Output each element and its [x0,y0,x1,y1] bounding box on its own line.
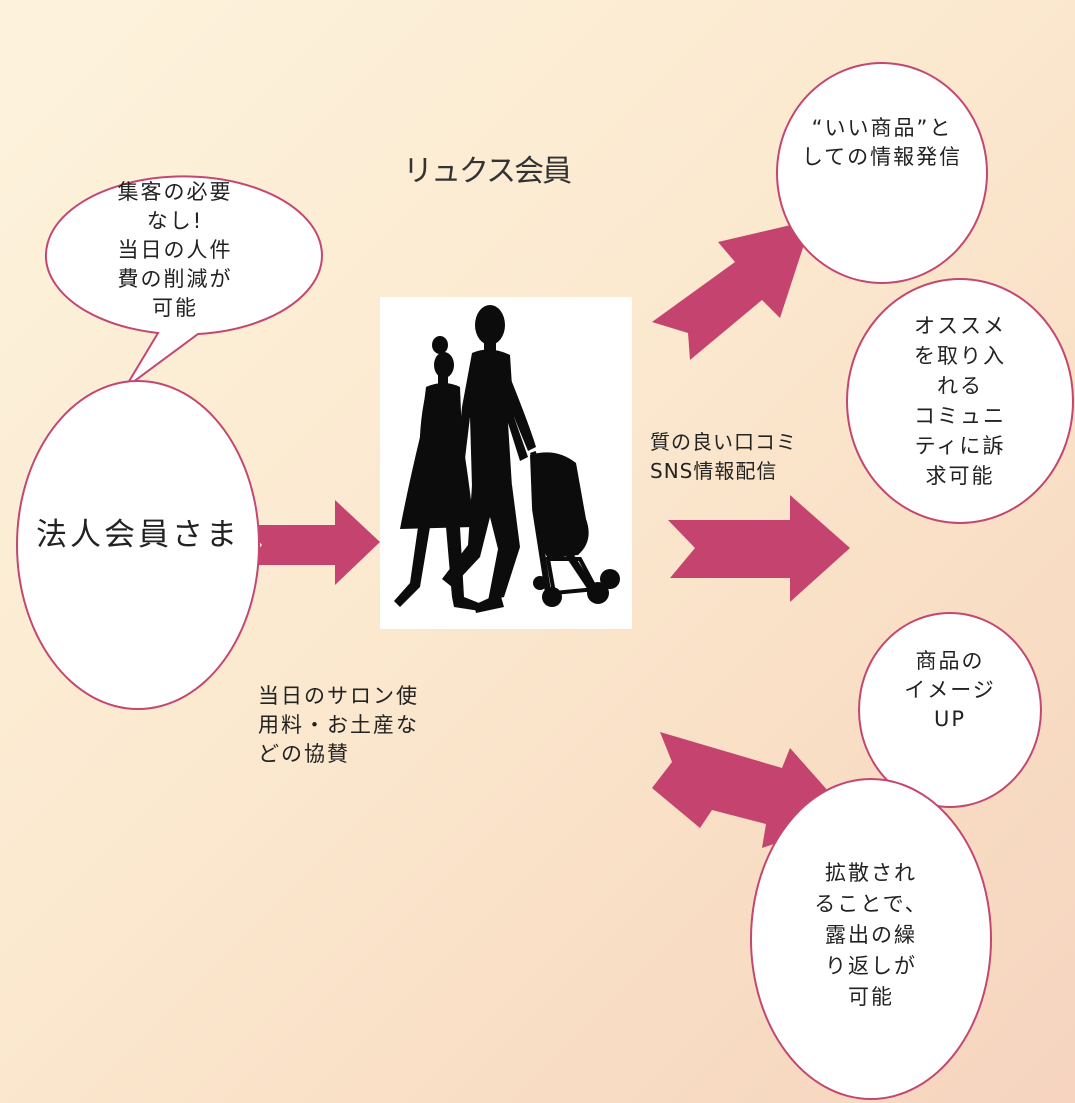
speech-bubble-shape [45,175,323,389]
result-text-exposure: 拡散され ることで、 露出の繰 り返しが 可能 [814,860,928,1009]
result-oval-exposure: 拡散され ることで、 露出の繰 り返しが 可能 [750,778,992,1100]
sponsor-note-text: 当日のサロン使 用料・お土産な どの協賛 [258,684,419,766]
arrow-right-icon [245,500,380,585]
result-oval-community: オススメ を取り入 れる コミュニ ティに訴 求可能 [846,278,1074,524]
result-text-info: “いい商品”と しての情報発信 [801,116,963,169]
word-of-mouth-text: 質の良い口コミ SNS情報配信 [650,430,797,483]
result-text-community: オススメ を取り入 れる コミュニ ティに訴 求可能 [914,314,1006,488]
speech-bubble-text: 集客の必要 なし! 当日の人件 費の削減が 可能 [117,180,233,320]
family-photo [380,297,632,629]
corporate-member-oval: 法人会員さま [16,380,260,710]
page-title: リュクス会員 [403,155,572,188]
result-text-image: 商品の イメージ UP [904,648,996,731]
result-oval-info: “いい商品”と しての情報発信 [776,62,988,284]
arrow-right-icon [668,495,850,602]
result-oval-image: 商品の イメージ UP [858,612,1042,808]
corporate-member-label: 法人会員さま [36,517,240,553]
arrow-up-right-icon [652,220,812,360]
family-silhouette-icon [394,305,620,613]
